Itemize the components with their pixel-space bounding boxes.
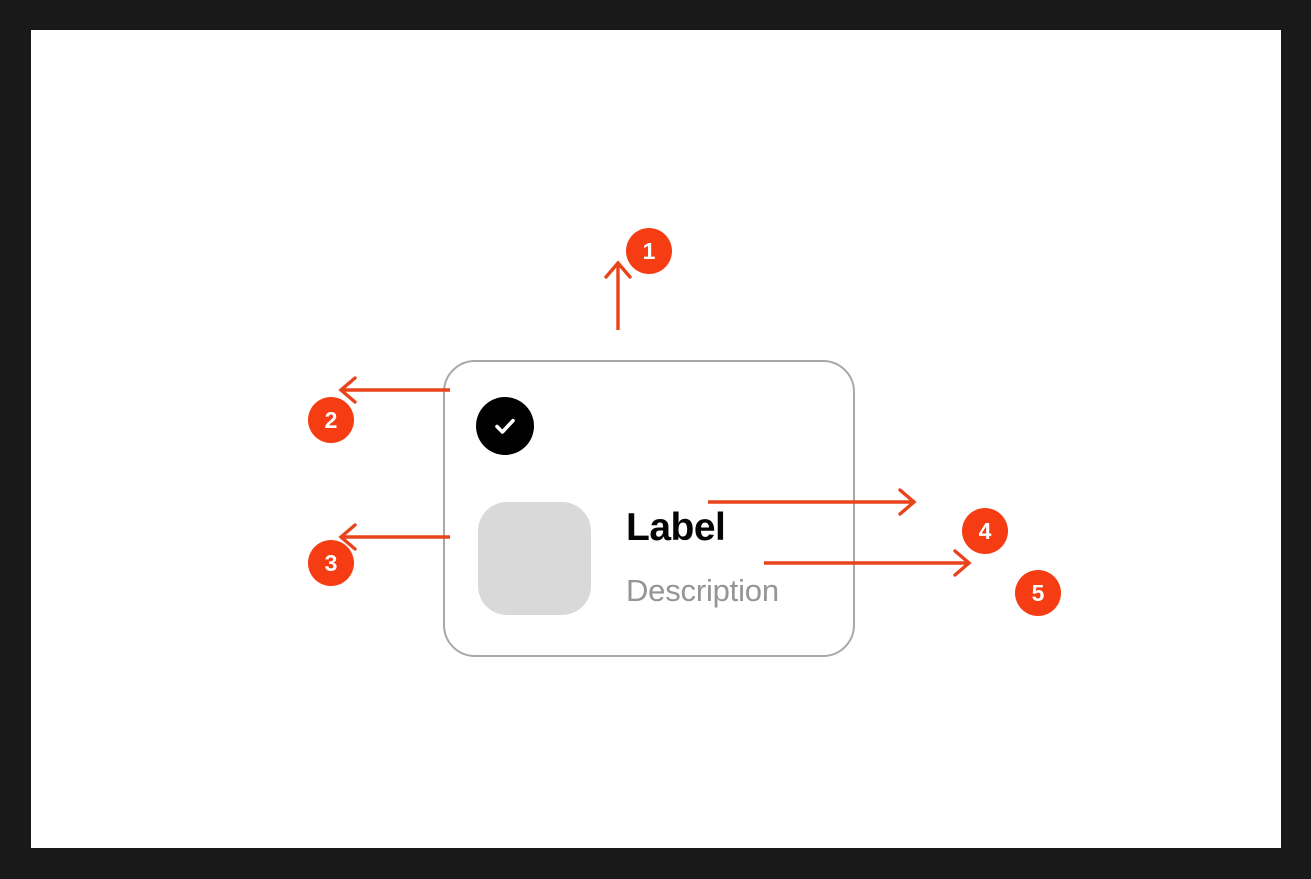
annotation-badge-2: 2: [308, 397, 354, 443]
annotation-badge-4: 4: [962, 508, 1008, 554]
card-description: Description: [626, 573, 779, 608]
check-icon[interactable]: [476, 397, 534, 455]
white-canvas: Label Description 1 2 3 4 5: [31, 30, 1281, 848]
card-label: Label: [626, 506, 726, 549]
thumbnail-placeholder: [478, 502, 591, 615]
annotation-badge-3: 3: [308, 540, 354, 586]
annotation-badge-5: 5: [1015, 570, 1061, 616]
annotation-badge-1: 1: [626, 228, 672, 274]
